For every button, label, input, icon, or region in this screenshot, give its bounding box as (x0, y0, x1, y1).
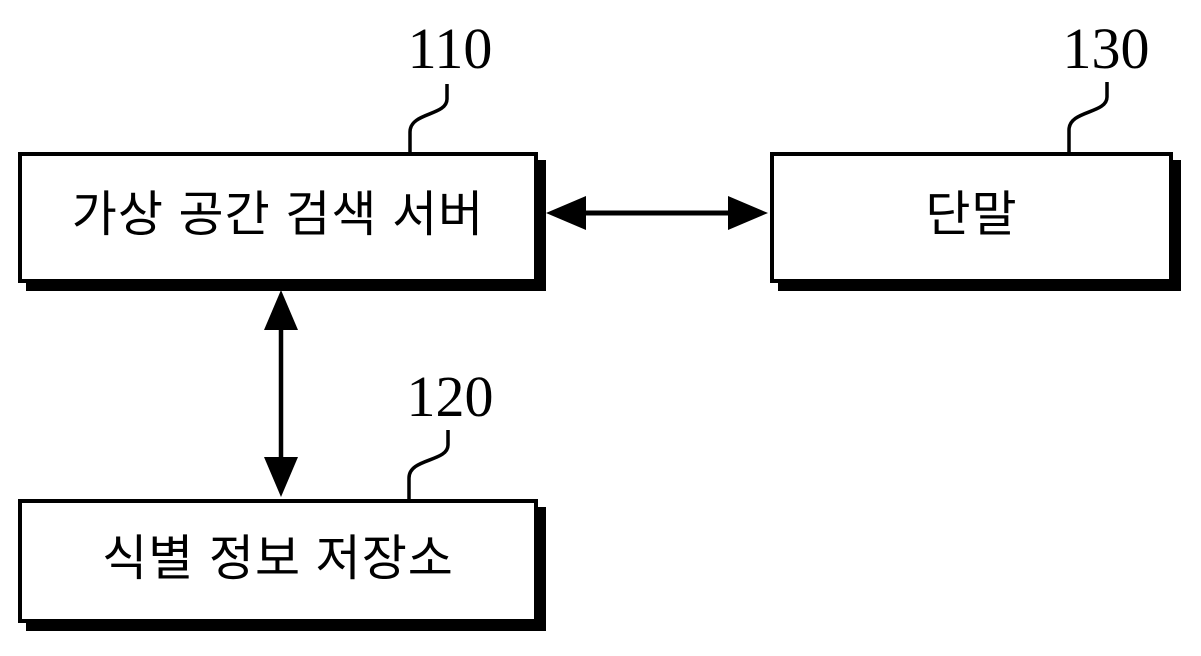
leader-line-120 (407, 430, 450, 500)
node-virtual-space-search-server: 가상 공간 검색 서버 (18, 152, 538, 283)
node-virtual-space-search-server-label: 가상 공간 검색 서버 (71, 188, 485, 242)
leader-line-130 (1067, 82, 1109, 153)
ref-label-120: 120 (406, 364, 494, 429)
leader-line-110 (408, 84, 449, 153)
node-identification-info-storage: 식별 정보 저장소 (18, 499, 538, 623)
node-identification-info-storage-label: 식별 정보 저장소 (102, 531, 454, 586)
ref-label-110: 110 (407, 16, 493, 81)
arrow-110-130 (546, 196, 768, 230)
node-terminal-label: 단말 (925, 188, 1018, 242)
arrow-110-120 (264, 290, 298, 497)
node-terminal: 단말 (770, 152, 1173, 283)
ref-label-130: 130 (1062, 16, 1150, 81)
